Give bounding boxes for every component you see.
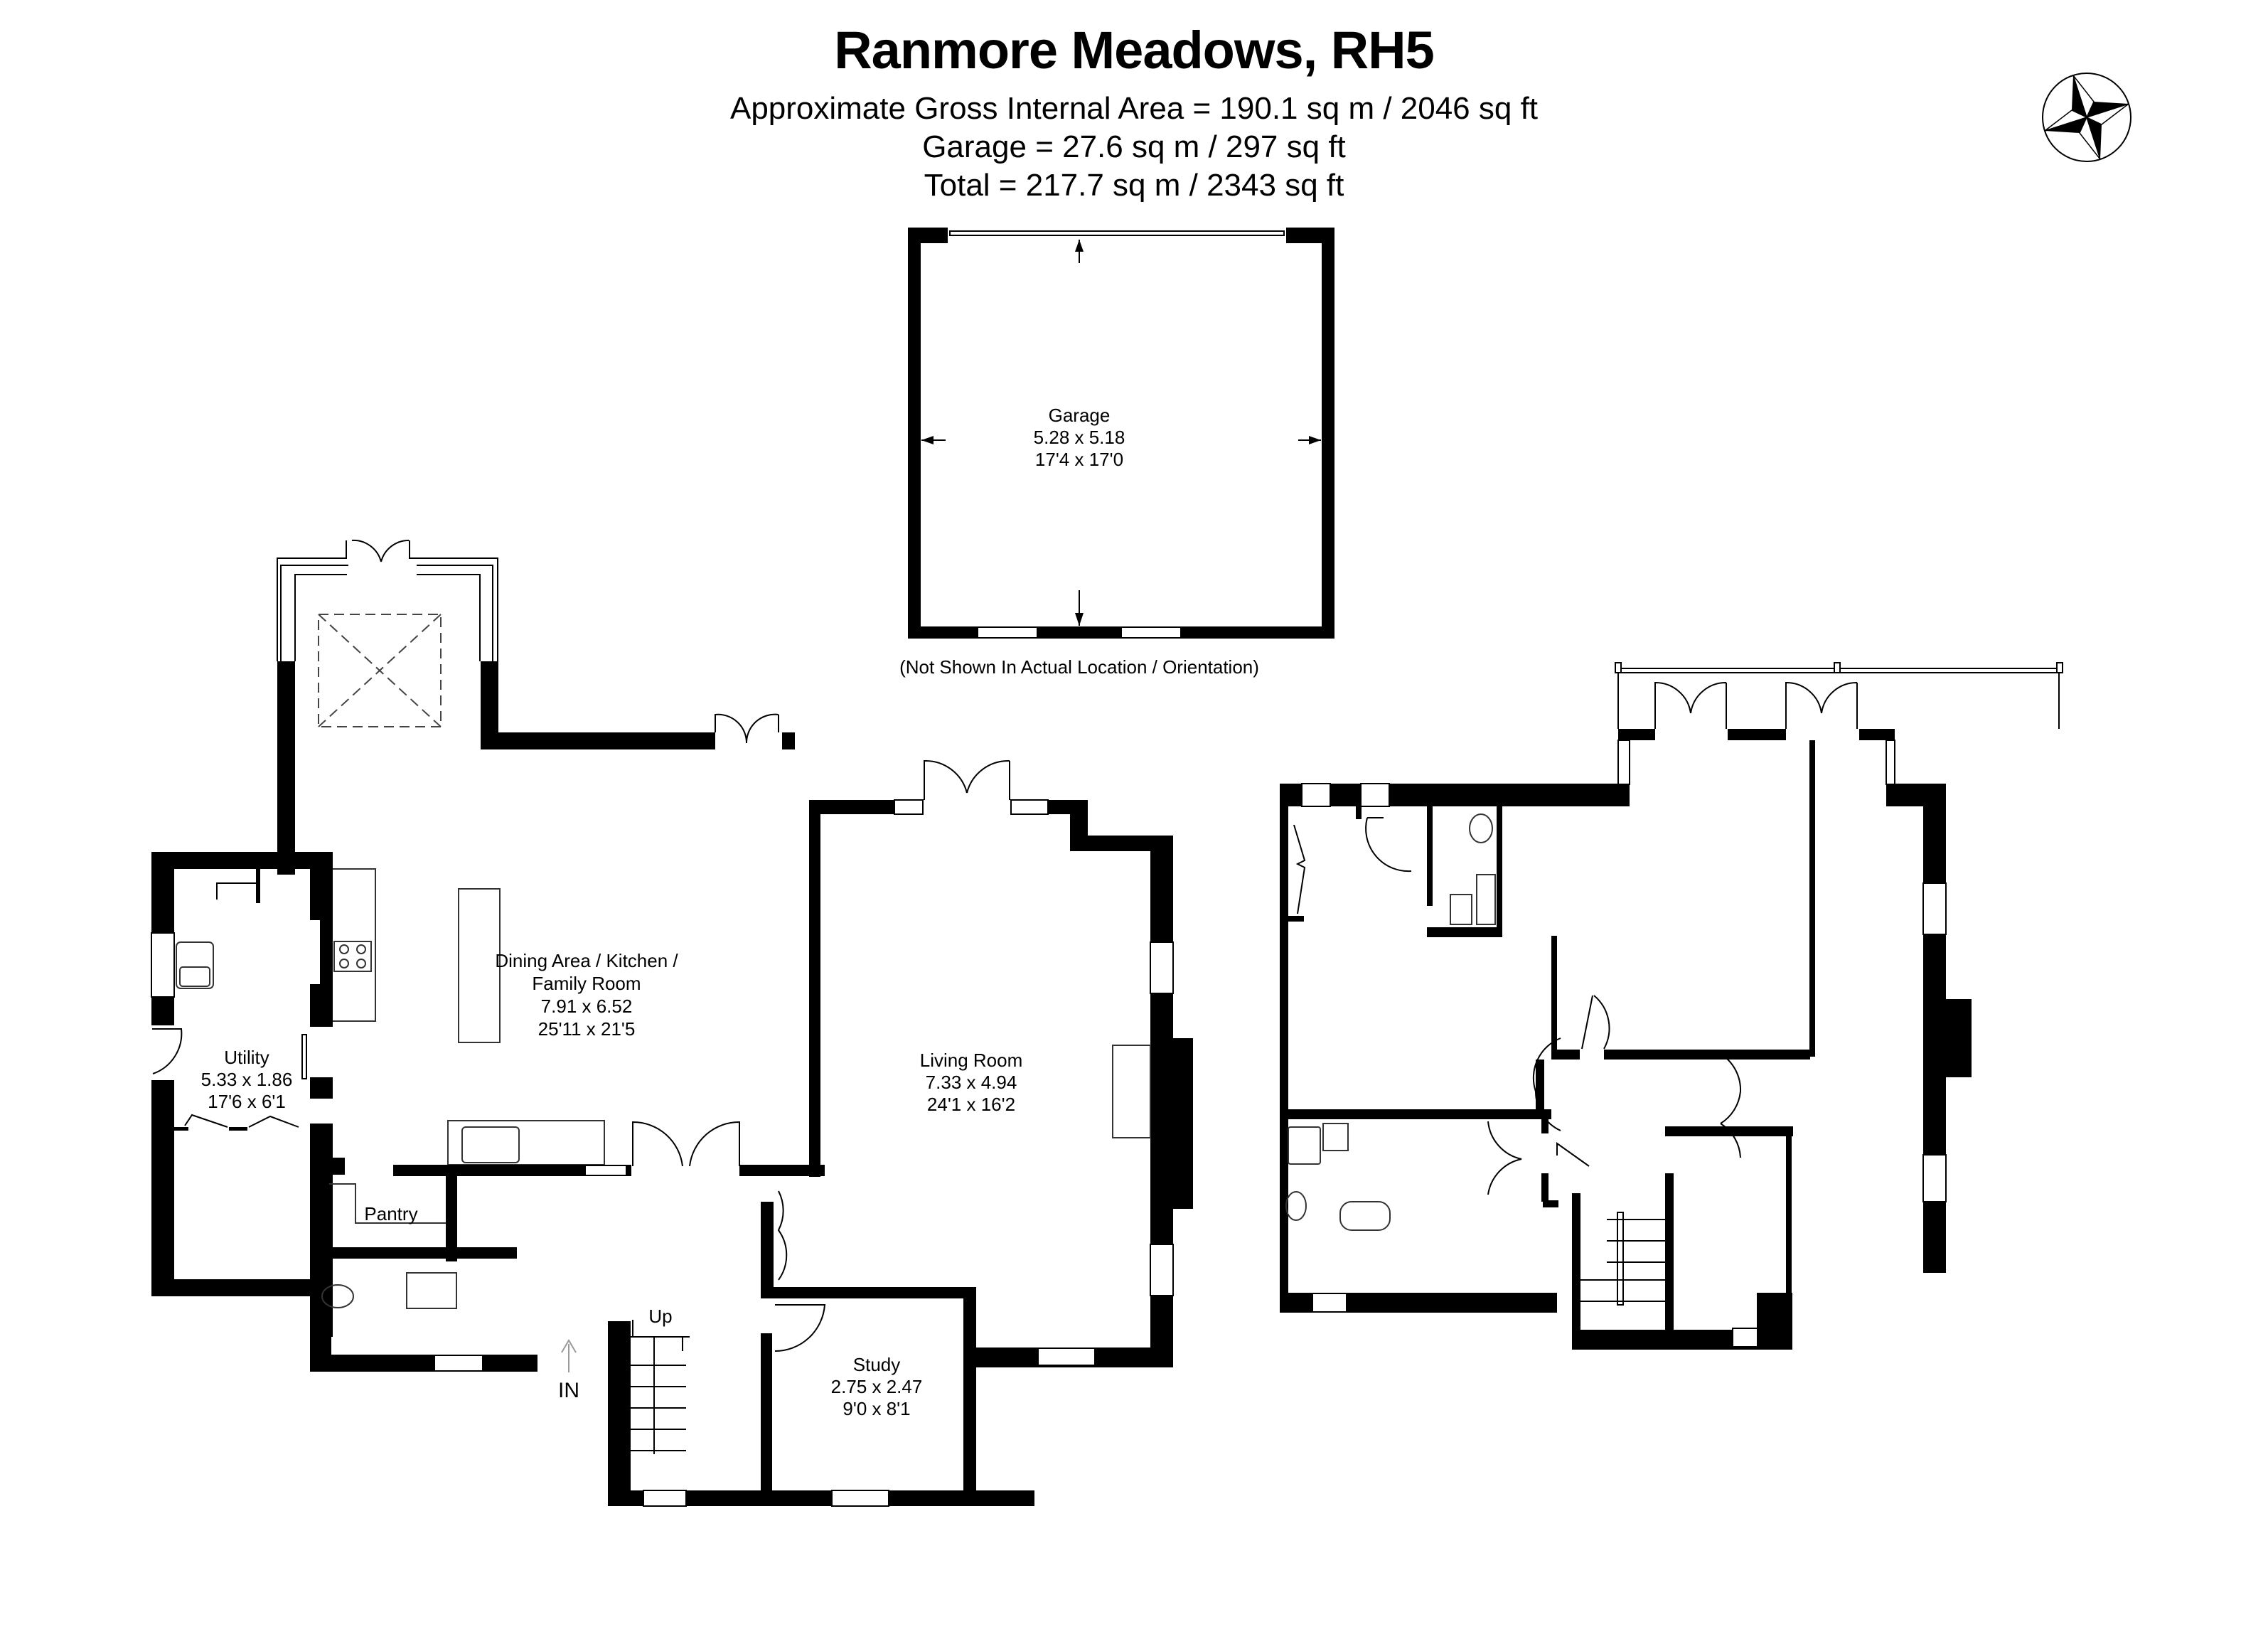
plan-title: Ranmore Meadows, RH5 (834, 21, 1435, 80)
garage-door (949, 230, 1285, 236)
room-living-name: Living Room (920, 1050, 1023, 1071)
entrance-label: IN (558, 1379, 579, 1402)
garage-name: Garage (1049, 405, 1111, 426)
garage-area: Garage = 27.6 sq m / 297 sq ft (922, 129, 1346, 164)
room-living-imperial: 24'1 x 16'2 (927, 1094, 1015, 1115)
utility-window (151, 932, 175, 998)
room-living-metric: 7.33 x 4.94 (926, 1072, 1017, 1093)
garage-plan (908, 228, 1334, 639)
stairs-up-label: Up (648, 1306, 672, 1327)
room-study-metric: 2.75 x 2.47 (831, 1376, 923, 1397)
room-kitchen-metric: 7.91 x 6.52 (541, 996, 633, 1017)
garage-location-note: (Not Shown In Actual Location / Orientat… (899, 656, 1259, 678)
entrance-arrow-icon (561, 1339, 577, 1372)
total-area: Total = 217.7 sq m / 2343 sq ft (924, 168, 1344, 203)
room-kitchen-imperial: 25'11 x 21'5 (538, 1018, 636, 1040)
room-kitchen-name: Dining Area / Kitchen / (495, 950, 678, 971)
room-study-name: Study (853, 1354, 901, 1375)
garage-metric: 5.28 x 5.18 (1034, 427, 1125, 448)
room-utility-name: Utility (224, 1047, 269, 1068)
ground-floor-plan (151, 539, 1193, 1507)
room-pantry-name: Pantry (364, 1203, 417, 1224)
garage-window (1120, 626, 1182, 639)
garage-window (977, 626, 1038, 639)
first-floor-plan (1280, 662, 2063, 1350)
room-study-imperial: 9'0 x 8'1 (843, 1398, 910, 1419)
compass-rose-icon (2042, 73, 2131, 162)
garage-imperial: 17'4 x 17'0 (1035, 449, 1123, 470)
room-utility-imperial: 17'6 x 6'1 (208, 1091, 286, 1112)
gross-internal-area: Approximate Gross Internal Area = 190.1 … (729, 91, 1539, 126)
room-utility-metric: 5.33 x 1.86 (201, 1069, 293, 1090)
room-kitchen-name-2: Family Room (532, 973, 641, 994)
